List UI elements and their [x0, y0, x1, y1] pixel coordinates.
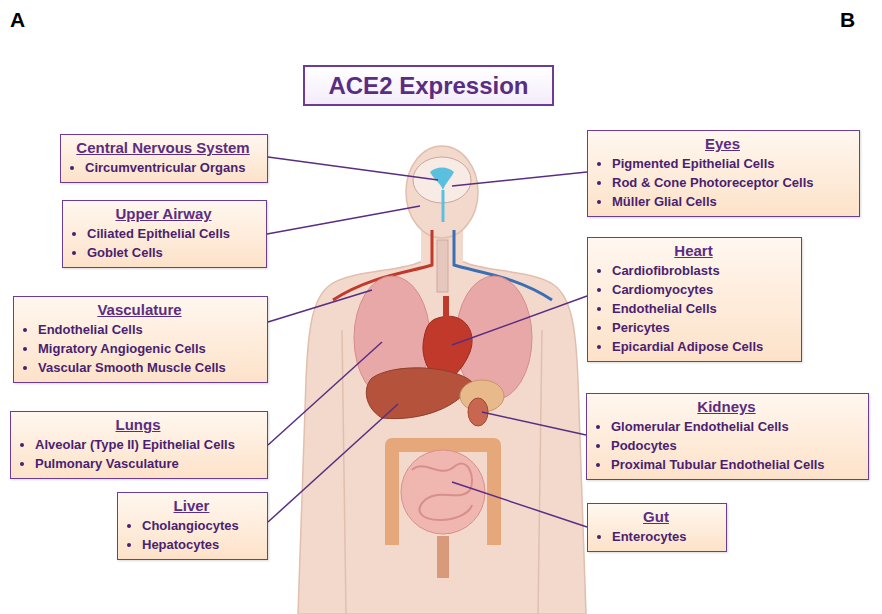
cell-type-item: Pericytes	[612, 318, 791, 337]
liver	[366, 368, 472, 419]
cell-type-item: Enterocytes	[612, 527, 716, 546]
leader-line	[268, 404, 398, 522]
organ-heading: Vasculature	[22, 300, 257, 320]
rectum	[437, 536, 449, 578]
intestine-coil	[412, 463, 472, 520]
organ-box: KidneysGlomerular Endothelial CellsPodoc…	[586, 393, 869, 480]
cell-type-item: Proximal Tubular Endothelial Cells	[611, 455, 858, 474]
cell-type-item: Pigmented Epithelial Cells	[612, 154, 849, 173]
aorta	[443, 296, 449, 318]
leader-line	[268, 342, 382, 445]
cell-type-item: Ciliated Epithelial Cells	[87, 224, 256, 243]
title-box: ACE2 Expression	[303, 65, 554, 106]
title: ACE2 Expression	[328, 72, 528, 100]
cell-type-item: Epicardial Adipose Cells	[612, 337, 791, 356]
organ-box: LiverCholangiocytesHepatocytes	[117, 492, 268, 560]
cell-type-item: Endothelial Cells	[612, 299, 791, 318]
organ-box: VasculatureEndothelial CellsMigratory An…	[13, 296, 268, 383]
panel-letter: B	[840, 8, 855, 32]
cell-type-item: Müller Glial Cells	[612, 192, 849, 211]
cell-type-item: Cardiomyocytes	[612, 280, 791, 299]
torso	[298, 262, 586, 614]
organ-heading: Eyes	[596, 134, 849, 154]
leader-line	[268, 290, 372, 322]
cell-type-item: Endothelial Cells	[38, 320, 257, 339]
cell-type-item: Goblet Cells	[87, 243, 256, 262]
organ-heading: Kidneys	[595, 397, 858, 417]
leader-line	[482, 412, 586, 435]
organ-box: LungsAlveolar (Type II) Epithelial Cells…	[10, 411, 268, 479]
cell-type-item: Podocytes	[611, 436, 858, 455]
trachea	[437, 240, 448, 292]
arm-line	[342, 330, 346, 614]
organ-box: EyesPigmented Epithelial CellsRod & Cone…	[587, 130, 860, 217]
arm-line	[538, 330, 542, 614]
organ-heading: Heart	[596, 241, 791, 261]
ventricle	[442, 190, 445, 222]
organ-heading: Gut	[596, 507, 716, 527]
leader-line	[452, 482, 587, 527]
leader-line	[452, 296, 587, 345]
cell-type-item: Rod & Cone Photoreceptor Cells	[612, 173, 849, 192]
leader-line	[267, 206, 420, 234]
leader-line	[452, 172, 587, 186]
cell-type-item: Vascular Smooth Muscle Cells	[38, 358, 257, 377]
large-intestine	[392, 445, 494, 545]
cell-type-item: Migratory Angiogenic Cells	[38, 339, 257, 358]
cell-type-item: Cholangiocytes	[142, 516, 257, 535]
leader-line	[268, 157, 438, 180]
cell-type-item: Hepatocytes	[142, 535, 257, 554]
organ-heading: Liver	[126, 496, 257, 516]
organ-heading: Lungs	[19, 415, 257, 435]
cell-type-item: Circumventricular Organs	[85, 158, 257, 177]
small-intestine	[401, 450, 485, 534]
cell-type-item: Pulmonary Vasculature	[35, 454, 257, 473]
cell-type-item: Cardiofibroblasts	[612, 261, 791, 280]
organ-heading: Upper Airway	[71, 204, 256, 224]
cell-type-item: Glomerular Endothelial Cells	[611, 417, 858, 436]
organ-box: GutEnterocytes	[587, 503, 727, 552]
panel-letter: A	[10, 8, 25, 32]
organ-box: HeartCardiofibroblastsCardiomyocytesEndo…	[587, 237, 802, 362]
organ-box: Central Nervous SystemCircumventricular …	[60, 134, 268, 183]
head	[406, 146, 478, 238]
cell-type-item: Alveolar (Type II) Epithelial Cells	[35, 435, 257, 454]
organ-heading: Central Nervous System	[69, 138, 257, 158]
organ-box: Upper AirwayCiliated Epithelial CellsGob…	[62, 200, 267, 268]
